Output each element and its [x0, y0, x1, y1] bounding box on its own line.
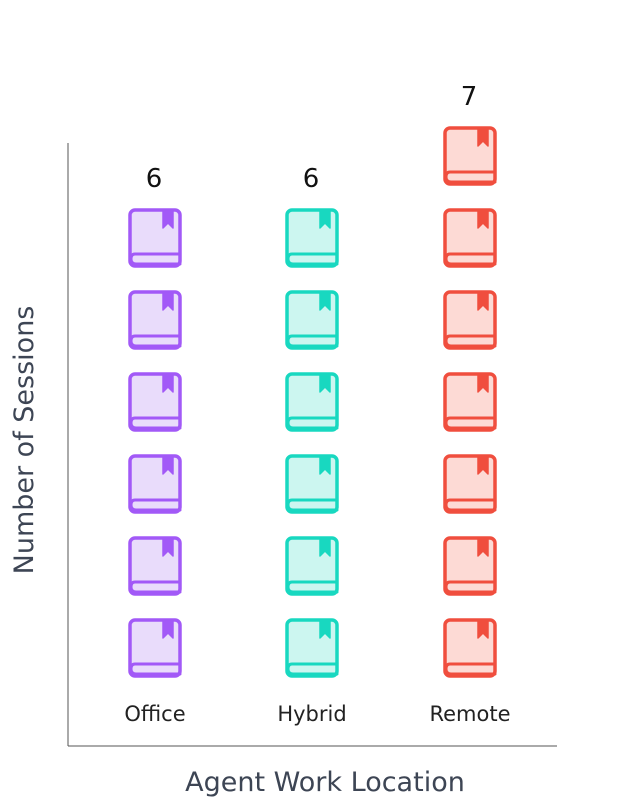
- book-icon: [285, 454, 339, 514]
- x-axis-title: Agent Work Location: [185, 767, 465, 798]
- book-icon: [128, 454, 182, 514]
- book-icon: [128, 208, 182, 268]
- book-icon: [285, 290, 339, 350]
- value-label-remote: 7: [461, 82, 478, 112]
- book-icon: [128, 536, 182, 596]
- book-icon: [443, 536, 497, 596]
- book-icon: [443, 208, 497, 268]
- book-icon: [443, 454, 497, 514]
- category-label-remote: Remote: [429, 702, 510, 726]
- category-label-office: Office: [124, 702, 185, 726]
- book-icon: [128, 290, 182, 350]
- y-axis-title: Number of Sessions: [9, 306, 40, 575]
- book-icon: [443, 290, 497, 350]
- value-label-office: 6: [146, 164, 163, 194]
- book-icon: [285, 372, 339, 432]
- category-label-hybrid: Hybrid: [277, 702, 346, 726]
- book-icon: [443, 618, 497, 678]
- book-icon: [285, 536, 339, 596]
- book-icon: [128, 372, 182, 432]
- book-icon: [285, 618, 339, 678]
- book-icon: [128, 618, 182, 678]
- value-label-hybrid: 6: [303, 164, 320, 194]
- book-icon: [285, 208, 339, 268]
- book-icon: [443, 126, 497, 186]
- book-icon: [443, 372, 497, 432]
